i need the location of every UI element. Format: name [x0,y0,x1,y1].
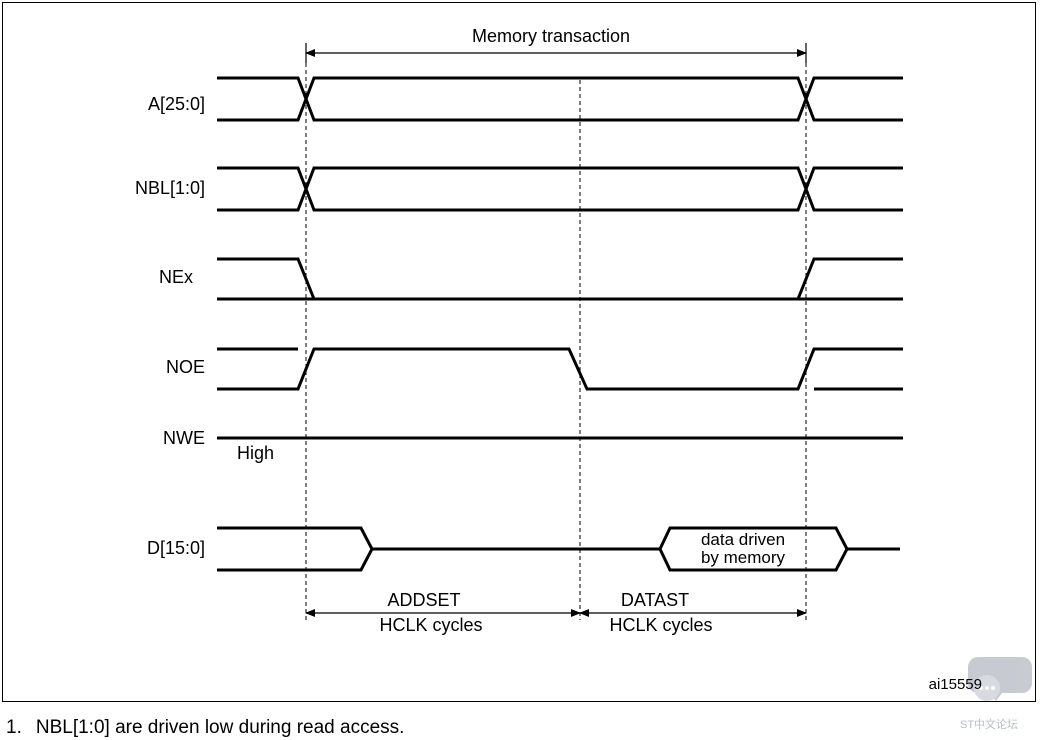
footnote-number: 1. [6,717,22,738]
footnote-text: NBL[1:0] are driven low during read acce… [35,717,405,738]
nwe-state-label: High [237,443,274,463]
figure-id: ai15559 [929,676,982,693]
watermark-text: ST中文论坛 [960,719,1019,731]
signal-label-noe: NOE [166,357,205,377]
signal-label-data: D[15:0] [147,538,205,558]
data-box-line1: data driven [701,530,785,549]
diagram-frame [2,2,1036,702]
waveform-address [217,76,903,122]
signal-label-nwe: NWE [163,428,205,448]
datast-cycles-label: HCLK cycles [609,615,712,635]
signal-label-nex: NEx [159,267,193,287]
signal-label-nbl: NBL[1:0] [135,178,205,198]
footnote: 1. NBL[1:0] are driven low during read ac… [6,717,404,739]
addset-label: ADDSET [387,590,460,610]
addset-cycles-label: HCLK cycles [379,615,482,635]
data-box-line2: by memory [701,548,786,567]
memory-transaction-label: Memory transaction [472,26,630,46]
waveform-nex [217,257,903,301]
chat-bubble-icon [968,657,1032,701]
datast-label: DATAST [621,590,689,610]
signal-label-address: A[25:0] [148,94,205,114]
waveform-noe [217,347,903,391]
waveform-data [217,526,900,572]
waveform-nbl [217,166,903,212]
